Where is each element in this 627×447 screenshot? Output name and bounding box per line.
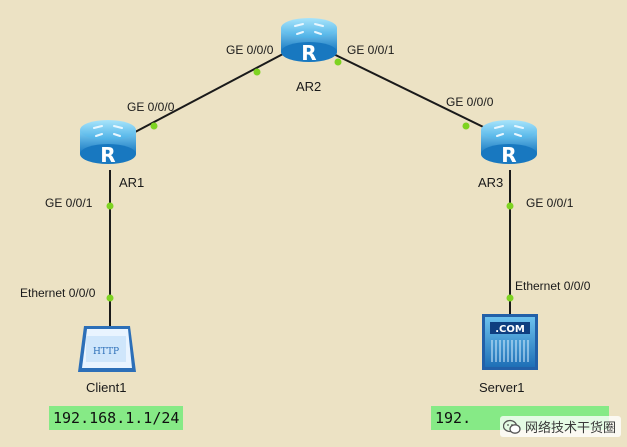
device-name-ar2: AR2 [296,79,322,94]
ip-label-client1: 192.168.1.1/24 [49,406,184,430]
device-name-server1: Server1 [479,380,525,395]
iface-label-ar1-up: GE 0/0/0 [127,100,175,114]
router-ar3-icon[interactable]: R [481,120,537,167]
iface-label-server1: Ethernet 0/0/0 [515,279,591,293]
iface-label-ar1-down: GE 0/0/1 [45,196,93,210]
port-dot-ar2-ge001[interactable] [334,58,342,66]
watermark: 网络技术干货圈 [499,416,621,437]
watermark-text: 网络技术干货圈 [524,421,616,436]
device-name-client1: Client1 [86,380,127,395]
port-dot-server1-eth[interactable] [506,294,514,302]
server1-com-icon[interactable]: .COM [482,314,538,370]
svg-text:R: R [100,143,115,167]
link-ar1-ar2[interactable] [119,44,301,141]
port-dot-ar1-ge000[interactable] [150,122,158,130]
wechat-icon [502,419,521,434]
link-ar2-ar3[interactable] [314,44,511,141]
router-ar2-icon[interactable]: R [281,18,337,65]
device-name-ar1: AR1 [119,175,145,190]
ip-label-server1-visible: 192. [435,409,472,427]
router-ar1-icon[interactable]: R [80,120,136,167]
client1-icon-text: HTTP [93,347,119,357]
port-dot-client1-eth[interactable] [106,294,114,302]
server1-icon-text: .COM [495,324,525,335]
port-dot-ar3-ge001[interactable] [506,202,514,210]
svg-text:R: R [301,41,316,65]
iface-label-ar2-right: GE 0/0/1 [347,43,395,57]
device-name-ar3: AR3 [478,175,504,190]
iface-label-ar3-down: GE 0/0/1 [526,196,574,210]
port-dot-ar1-ge001[interactable] [106,202,114,210]
port-dot-ar2-ge000[interactable] [253,68,261,76]
svg-text:R: R [501,143,516,167]
iface-label-ar2-left: GE 0/0/0 [226,43,274,57]
iface-label-ar3-up: GE 0/0/0 [446,95,494,109]
iface-label-client1: Ethernet 0/0/0 [20,286,96,300]
client1-http-icon[interactable]: HTTP [78,326,136,372]
port-dot-ar3-ge000[interactable] [462,122,470,130]
